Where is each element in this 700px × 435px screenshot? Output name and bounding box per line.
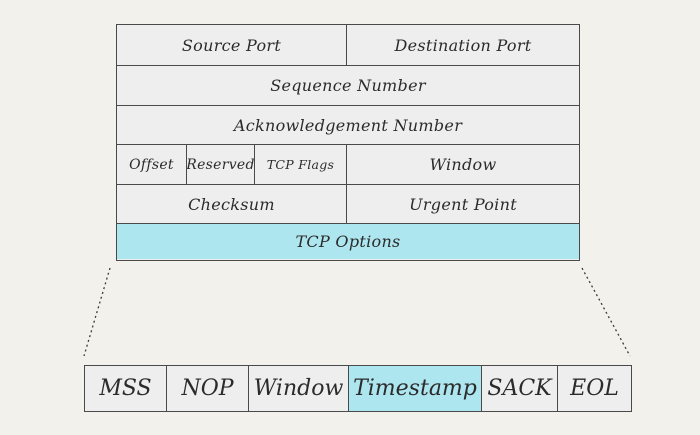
option-timestamp: Timestamp xyxy=(348,366,481,411)
option-nop: NOP xyxy=(166,366,248,411)
option-eol: EOL xyxy=(557,366,631,411)
offset-field: Offset xyxy=(129,156,174,173)
checksum-field: Checksum xyxy=(188,194,275,214)
destination-port-field: Destination Port xyxy=(346,25,579,65)
header-row-ack: Acknowledgement Number xyxy=(117,105,579,144)
sequence-number-field: Sequence Number xyxy=(270,76,426,95)
right-connector-line xyxy=(581,267,631,357)
tcp-options-field: TCP Options xyxy=(117,224,579,259)
acknowledgement-number-field: Acknowledgement Number xyxy=(233,115,463,135)
tcp-header-table: Source Port Destination Port Sequence Nu… xyxy=(116,24,580,261)
window-field: Window xyxy=(346,145,579,184)
left-connector-line xyxy=(83,267,111,357)
tcp-flags-field: TCP Flags xyxy=(254,145,346,184)
header-row-options: TCP Options xyxy=(117,223,579,259)
option-window: Window xyxy=(248,366,348,411)
header-row-checksum: Checksum Urgent Point xyxy=(117,184,579,223)
urgent-point-field: Urgent Point xyxy=(346,185,579,223)
source-port-field: Source Port xyxy=(181,35,282,55)
option-mss: MSS xyxy=(99,376,152,401)
header-row-flags: Offset Reserved TCP Flags Window xyxy=(117,144,579,184)
option-sack: SACK xyxy=(481,366,557,411)
header-row-ports: Source Port Destination Port xyxy=(117,25,579,65)
tcp-options-strip: MSS NOP Window Timestamp SACK EOL xyxy=(84,365,632,412)
header-row-sequence: Sequence Number xyxy=(117,65,579,105)
reserved-field: Reserved xyxy=(186,145,254,184)
